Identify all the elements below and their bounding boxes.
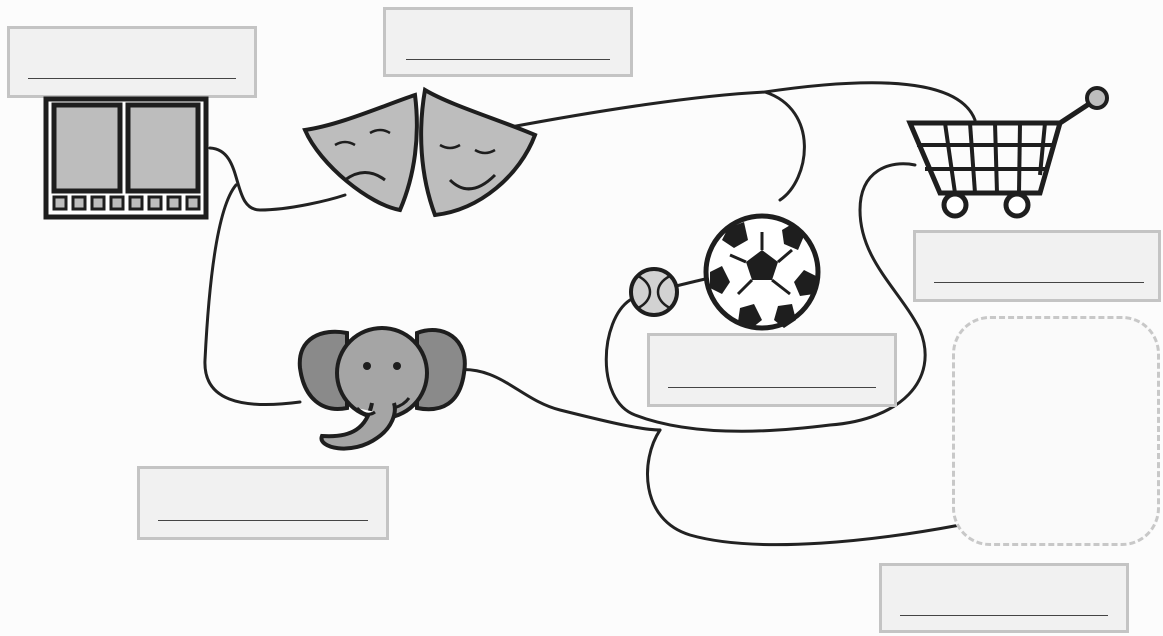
answer-line (668, 387, 876, 388)
shopping-cart-icon (905, 85, 1115, 220)
answer-box-shopping[interactable] (913, 230, 1161, 302)
soccer-ball-icon (700, 210, 824, 334)
answer-box-bottom-right[interactable] (879, 563, 1129, 633)
answer-line (934, 282, 1144, 283)
answer-box-elephant[interactable] (137, 466, 389, 540)
elephant-icon (292, 318, 472, 458)
blank-rounded-panel[interactable] (952, 316, 1160, 546)
answer-line (900, 615, 1108, 616)
answer-box-film[interactable] (7, 26, 257, 98)
film-strip-icon (40, 95, 210, 225)
theater-masks-icon (300, 85, 540, 225)
tennis-ball-icon (626, 264, 682, 320)
answer-line (28, 78, 236, 79)
answer-line (406, 59, 610, 60)
answer-box-sports[interactable] (647, 333, 897, 407)
answer-box-theater[interactable] (383, 7, 633, 77)
answer-line (158, 520, 368, 521)
